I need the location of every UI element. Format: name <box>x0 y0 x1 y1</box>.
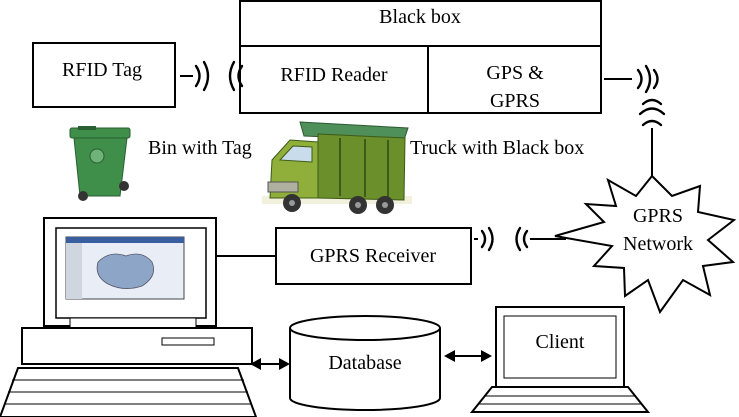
client-laptop-icon: Client <box>469 306 651 413</box>
database-label: Database <box>328 352 401 374</box>
desktop-computer-icon <box>0 217 258 417</box>
database-client-arrow <box>444 350 492 362</box>
client-label: Client <box>536 331 585 353</box>
database-body <box>289 328 441 411</box>
gprs-network: GPRS Network <box>554 174 737 315</box>
gprs-network-star <box>554 174 737 315</box>
truck-icon <box>262 121 412 214</box>
black-box: Black box RFID Reader GPS & GPRS <box>239 0 602 114</box>
gprs-network-label-line2: Network <box>623 233 693 255</box>
gprs-network-label-line1: GPRS <box>633 205 683 227</box>
black-box-title: Black box <box>379 6 461 28</box>
gps-clip: GPS & GPRS <box>486 62 544 112</box>
gprs-receiver-frame <box>275 227 472 285</box>
signal-network-in-icon <box>638 98 666 176</box>
database-top <box>289 315 441 341</box>
black-box-frame <box>239 0 602 114</box>
computer-database-arrow <box>250 358 290 370</box>
signal-receiver-icon <box>474 226 566 252</box>
rfid-tag-label: RFID Tag <box>62 59 142 81</box>
database: Database <box>289 315 441 411</box>
signal-tag-reader-icon <box>180 60 244 92</box>
gprs-receiver-label: GPRS Receiver <box>310 245 436 267</box>
rfid-tag-box: RFID Tag <box>32 42 176 108</box>
signal-blackbox-out-icon <box>604 64 659 94</box>
gps-label-line2: GPRS <box>490 90 540 112</box>
gprs-receiver-box: GPRS Receiver <box>275 227 472 285</box>
gps-label-line1: GPS & <box>486 62 544 84</box>
rfid-reader-label: RFID Reader <box>280 64 388 86</box>
truck-with-black-box-label: Truck with Black box <box>410 137 584 159</box>
rfid-tag-frame <box>32 42 176 108</box>
bin-icon <box>69 126 131 201</box>
bin-with-tag-label: Bin with Tag <box>148 137 252 159</box>
